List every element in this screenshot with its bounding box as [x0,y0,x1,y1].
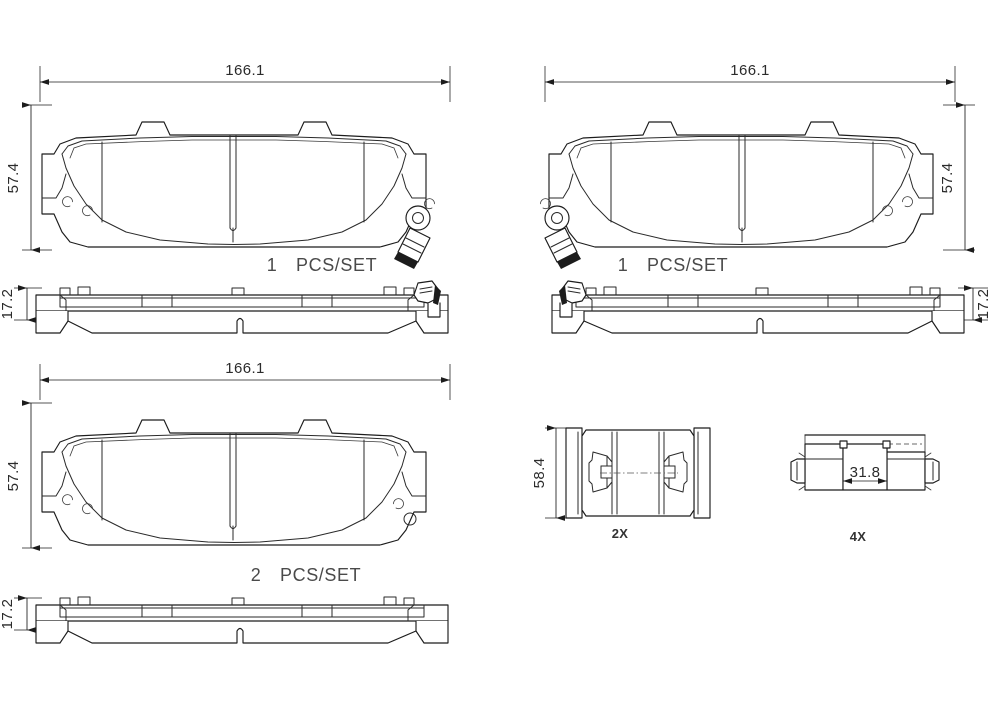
dimension-height-label: 57.4 [5,461,22,492]
shim-clip-geometry [790,434,940,491]
dimension-accessory-584-label: 58.4 [531,458,548,489]
view-pad-bottom-left: 166.1 57.4 2 PCS/SET [5,360,451,585]
pad-side-bottom-left [35,596,449,644]
wear-sensor-top-right [540,198,581,269]
accessory-shim-clip: 31.8 4X [790,434,940,544]
dimension-thickness-label: 17.2 [975,289,992,320]
dimension-height-bottom-left: 57.4 [5,400,52,551]
accessory-quantity-2x: 2X [612,526,629,541]
quantity-top-left: 1 PCS/SET [267,255,377,275]
quantity-bottom-left: 2 PCS/SET [251,565,361,585]
wear-sensor-clip-side-right-pad [559,280,587,318]
quantity-number: 1 [618,255,629,275]
dimension-length-label: 166.1 [225,62,265,79]
dimension-accessory-318-label: 31.8 [850,464,881,481]
accessory-quantity-4x: 4X [850,529,867,544]
quantity-unit: PCS/SET [296,255,377,275]
view-pad-top-right: 166.1 57.4 [540,62,975,275]
dimension-length-top-right: 166.1 [544,62,956,102]
quantity-number: 2 [251,565,262,585]
quantity-unit: PCS/SET [647,255,728,275]
dimension-height-label: 57.4 [939,163,956,194]
dimension-height-top-left: 57.4 [5,102,52,253]
accessory-spring-clip: 58.4 [531,425,711,541]
dimension-length-bottom-left: 166.1 [39,360,451,400]
quantity-unit: PCS/SET [280,565,361,585]
pad-side-top-left [35,280,449,334]
dimension-length-top-left: 166.1 [39,62,451,102]
quantity-number: 1 [267,255,278,275]
view-pad-top-right-profile: 17.2 [551,280,992,334]
dimension-thickness-bottom-left: 17.2 [0,595,42,633]
dimension-height-label: 57.4 [5,163,22,194]
view-pad-top-left-profile: 17.2 [0,280,449,334]
spring-clip-geometry [565,427,711,519]
dimension-length-label: 166.1 [730,62,770,79]
dimension-height-top-right: 57.4 [939,102,975,253]
pad-front-bottom-left [41,419,427,546]
pad-front-top-left [41,121,435,269]
dimension-accessory-318: 31.8 [843,464,887,484]
mounting-hole-bottom-left [393,498,417,526]
dimension-thickness-label: 17.2 [0,599,16,630]
dimension-accessory-584: 58.4 [531,425,572,521]
dimension-length-label: 166.1 [225,360,265,377]
dimension-thickness-label: 17.2 [0,289,16,320]
wear-sensor-clip-side-left-pad [413,280,441,318]
pad-side-top-right [551,280,965,334]
wear-sensor-top-left [394,198,435,269]
view-pad-top-left: 166.1 57.4 [5,62,451,275]
pad-front-top-right [540,121,934,269]
quantity-top-right: 1 PCS/SET [618,255,728,275]
view-pad-bottom-left-profile: 17.2 [0,595,449,644]
